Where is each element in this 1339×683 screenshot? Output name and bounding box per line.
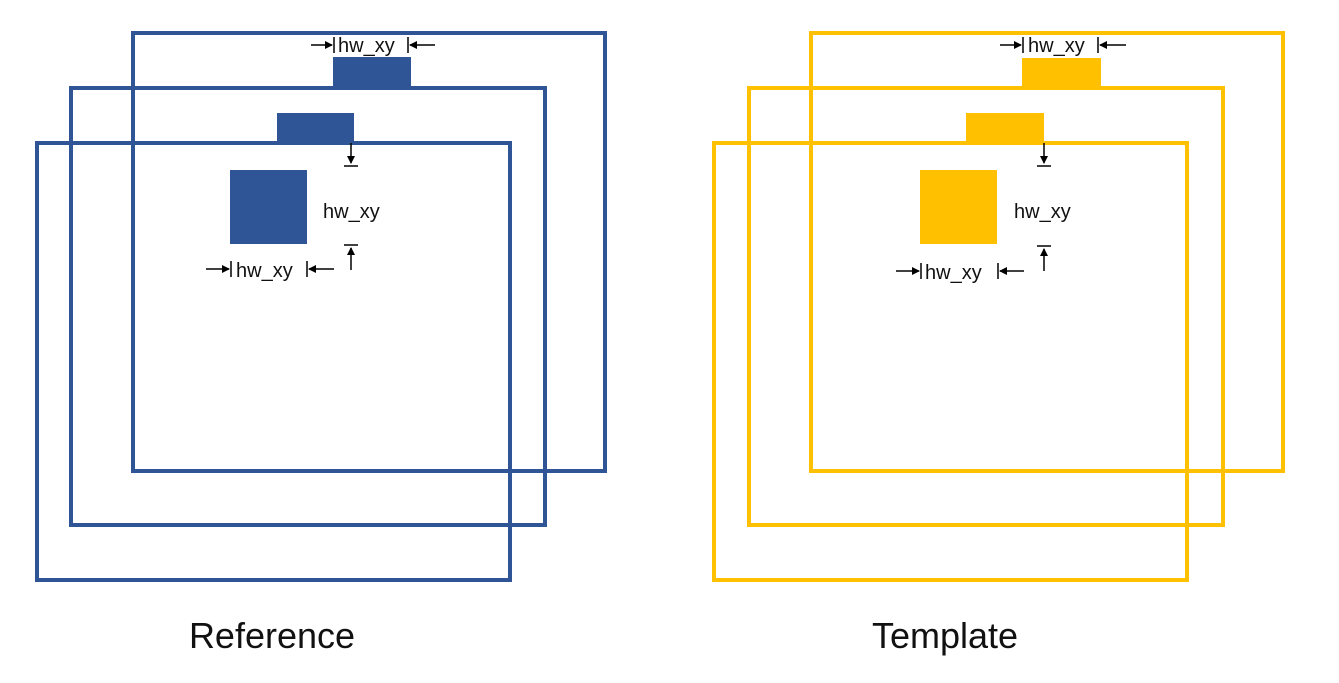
template-patch-back <box>1022 58 1101 88</box>
template-group: hw_xy hw_xy hw_xy Template <box>712 31 1285 656</box>
reference-top-label: hw_xy <box>338 35 395 57</box>
template-vertical-dimension: hw_xy <box>1014 143 1071 271</box>
template-caption: Template <box>872 615 1018 656</box>
template-frame-front <box>712 141 1189 582</box>
template-bottom-label: hw_xy <box>925 262 982 284</box>
reference-frame-back <box>131 31 607 473</box>
reference-side-label: hw_xy <box>323 201 380 223</box>
template-top-dimension: hw_xy <box>1000 35 1126 57</box>
template-frame-middle <box>747 86 1225 527</box>
template-patch-middle <box>966 113 1044 143</box>
reference-top-dimension: hw_xy <box>311 35 435 57</box>
reference-frame-front <box>35 141 512 582</box>
template-top-label: hw_xy <box>1028 35 1085 57</box>
reference-caption: Reference <box>189 615 355 656</box>
reference-bottom-label: hw_xy <box>236 260 293 282</box>
reference-frame-middle <box>69 86 547 527</box>
reference-patch-front <box>230 170 307 244</box>
reference-vertical-dimension: hw_xy <box>323 143 380 270</box>
reference-group: hw_xy hw_xy hw_xy Reference <box>35 31 607 656</box>
template-side-label: hw_xy <box>1014 201 1071 223</box>
reference-patch-back <box>333 57 411 88</box>
reference-patch-middle <box>277 113 354 143</box>
template-frame-back <box>809 31 1285 473</box>
reference-bottom-dimension: hw_xy <box>206 260 334 282</box>
template-patch-front <box>920 170 997 244</box>
template-bottom-dimension: hw_xy <box>896 262 1024 284</box>
